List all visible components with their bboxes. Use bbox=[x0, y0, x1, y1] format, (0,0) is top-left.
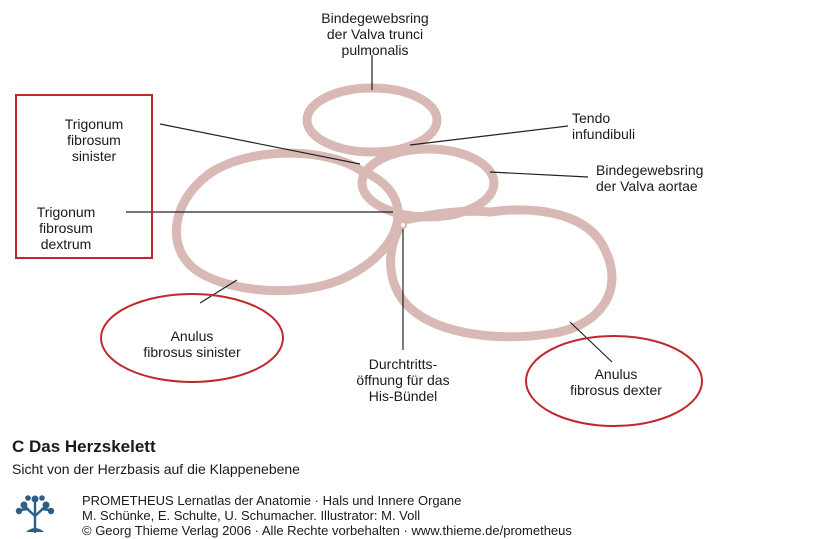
label-anulus-fibrosus-dexter: Anulus fibrosus dexter bbox=[570, 366, 662, 398]
heart-skeleton-drawing bbox=[100, 55, 703, 427]
label-bindegewebsring-aortae: Bindegewebsring der Valva aortae bbox=[596, 162, 704, 194]
red-box-trigona bbox=[15, 94, 153, 259]
label-trigonum-sinister: Trigonum fibrosum sinister bbox=[64, 116, 124, 164]
his-bundle-opening bbox=[399, 221, 407, 229]
leader-aortae bbox=[489, 171, 589, 178]
label-tendo-infundibuli: Tendo infundibuli bbox=[572, 110, 636, 142]
credit-line-2: M. Schünke, E. Schulte, U. Schumacher. I… bbox=[82, 508, 421, 523]
label-trigonum-dextrum: Trigonum fibrosum dextrum bbox=[36, 204, 96, 252]
credit-line-1: PROMETHEUS Lernatlas der Anatomie · Hals… bbox=[82, 493, 462, 508]
leader-tendo bbox=[409, 125, 569, 146]
figure-title: C Das Herzskelett bbox=[12, 437, 156, 456]
leader-trigonum-sinister bbox=[159, 123, 361, 165]
credit-line-3: © Georg Thieme Verlag 2006 · Alle Rechte… bbox=[82, 523, 572, 538]
label-durchtrittsoeffnung: Durchtritts- öffnung für das His-Bündel bbox=[356, 356, 450, 404]
heart-skeleton-diagram: Bindegewebsring der Valva trunci pulmona… bbox=[15, 10, 704, 427]
red-circle-anulus-sinister bbox=[100, 293, 284, 383]
label-bindegewebsring-pulmonalis: Bindegewebsring der Valva trunci pulmona… bbox=[321, 10, 429, 58]
prometheus-tree-logo-icon bbox=[14, 494, 56, 534]
pulmonary-valve-ring bbox=[302, 83, 442, 157]
leader-anulus-sinister bbox=[199, 279, 238, 304]
figure-subtitle: Sicht von der Herzbasis auf die Klappene… bbox=[12, 461, 300, 477]
anulus-fibrosus-sinister-ring bbox=[171, 148, 403, 296]
anulus-fibrosus-dexter-ring bbox=[386, 205, 617, 342]
red-circle-anulus-dexter bbox=[525, 335, 703, 427]
leader-anulus-dexter bbox=[569, 321, 613, 363]
label-anulus-fibrosus-sinister: Anulus fibrosus sinister bbox=[143, 328, 241, 360]
